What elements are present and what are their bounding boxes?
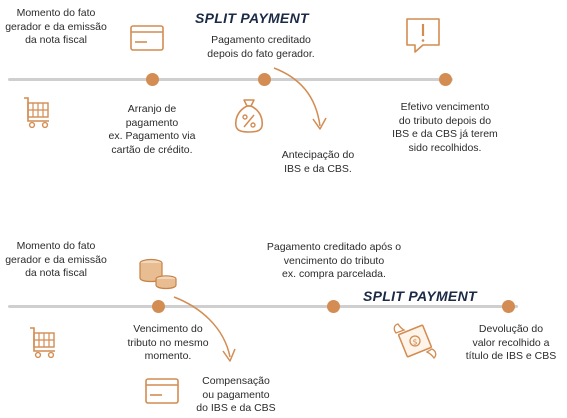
top-dot-2 <box>258 73 271 86</box>
money-bag-percent-icon <box>234 99 264 133</box>
top-brand-title: SPLIT PAYMENT <box>195 10 309 26</box>
coin-stack-icon <box>139 258 177 290</box>
top-timeline <box>8 78 453 81</box>
bottom-dot-1 <box>152 300 165 313</box>
bottom-dot-2 <box>327 300 340 313</box>
top-dot-3 <box>439 73 452 86</box>
alert-message-icon <box>406 18 440 53</box>
credit-card-icon <box>130 25 164 51</box>
bottom-dot-3 <box>502 300 515 313</box>
credit-card-icon <box>145 378 179 404</box>
curved-arrow-icon <box>273 67 327 130</box>
curved-arrow-icon <box>173 296 236 362</box>
top-dot-1 <box>146 73 159 86</box>
bottom-brand-title: SPLIT PAYMENT <box>363 288 477 304</box>
shopping-cart-icon <box>24 97 49 129</box>
svg-text:$: $ <box>412 338 417 347</box>
bottom-timeline <box>8 305 518 308</box>
shopping-cart-icon <box>30 327 55 359</box>
flying-money-icon: $ <box>393 323 437 360</box>
